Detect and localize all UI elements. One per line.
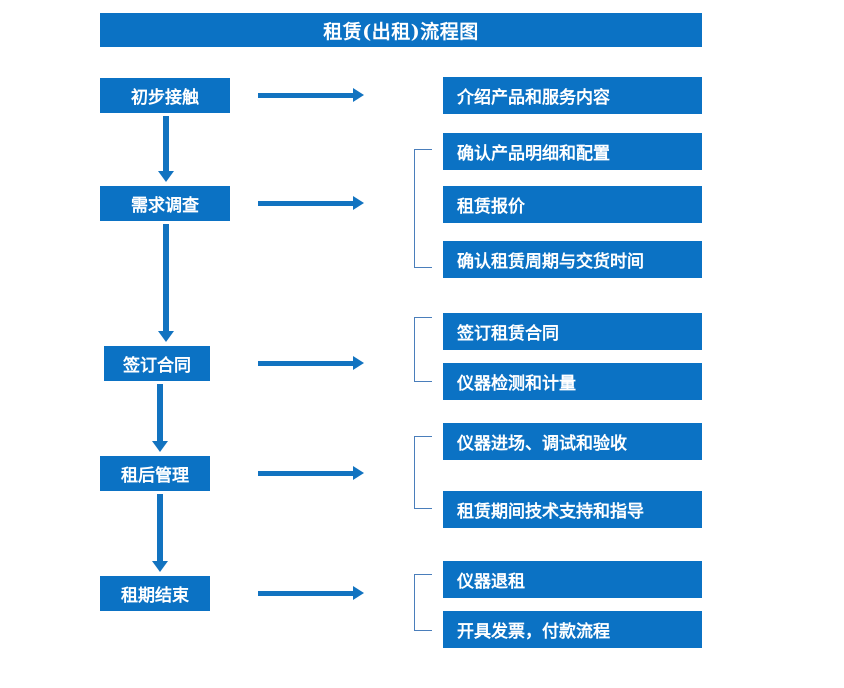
- arrow-right-icon-rental-end: [258, 586, 364, 600]
- bracket-icon-rental-end-group: [414, 574, 432, 631]
- detail-box-instrument-inspection[interactable]: 仪器检测和计量: [443, 363, 702, 400]
- detail-box-technical-support[interactable]: 租赁期间技术支持和指导: [443, 491, 702, 528]
- detail-box-introduce-products[interactable]: 介绍产品和服务内容: [443, 77, 702, 114]
- detail-box-confirm-product-details[interactable]: 确认产品明细和配置: [443, 133, 702, 170]
- detail-box-confirm-rental-period[interactable]: 确认租赁周期与交货时间: [443, 241, 702, 278]
- detail-box-sign-rental-contract[interactable]: 签订租赁合同: [443, 313, 702, 350]
- bracket-icon-needs-survey-group: [414, 149, 432, 268]
- arrow-down-icon-management-to-end: [152, 494, 168, 572]
- detail-box-instrument-return[interactable]: 仪器退租: [443, 561, 702, 598]
- arrow-right-icon-needs-survey: [258, 196, 364, 210]
- stage-box-needs-survey[interactable]: 需求调查: [100, 186, 230, 221]
- arrow-right-icon-sign-contract: [258, 356, 364, 370]
- diagram-title: 租赁(出租)流程图: [100, 13, 702, 47]
- detail-box-instrument-entry-commissioning[interactable]: 仪器进场、调试和验收: [443, 423, 702, 460]
- stage-box-rental-end[interactable]: 租期结束: [100, 576, 210, 611]
- detail-box-rental-quotation[interactable]: 租赁报价: [443, 186, 702, 223]
- stage-box-sign-contract[interactable]: 签订合同: [104, 346, 210, 381]
- arrow-down-icon-survey-to-contract: [158, 224, 174, 342]
- arrow-right-icon-initial-contact: [258, 88, 364, 102]
- arrow-right-icon-post-rental-management: [258, 466, 364, 480]
- detail-box-invoice-payment[interactable]: 开具发票，付款流程: [443, 611, 702, 648]
- arrow-down-icon-contract-to-management: [152, 384, 168, 452]
- stage-box-post-rental-management[interactable]: 租后管理: [100, 456, 210, 491]
- stage-box-initial-contact[interactable]: 初步接触: [100, 78, 230, 113]
- bracket-icon-post-rental-group: [414, 436, 432, 509]
- arrow-down-icon-contact-to-survey: [158, 116, 174, 182]
- bracket-icon-sign-contract-group: [414, 317, 432, 382]
